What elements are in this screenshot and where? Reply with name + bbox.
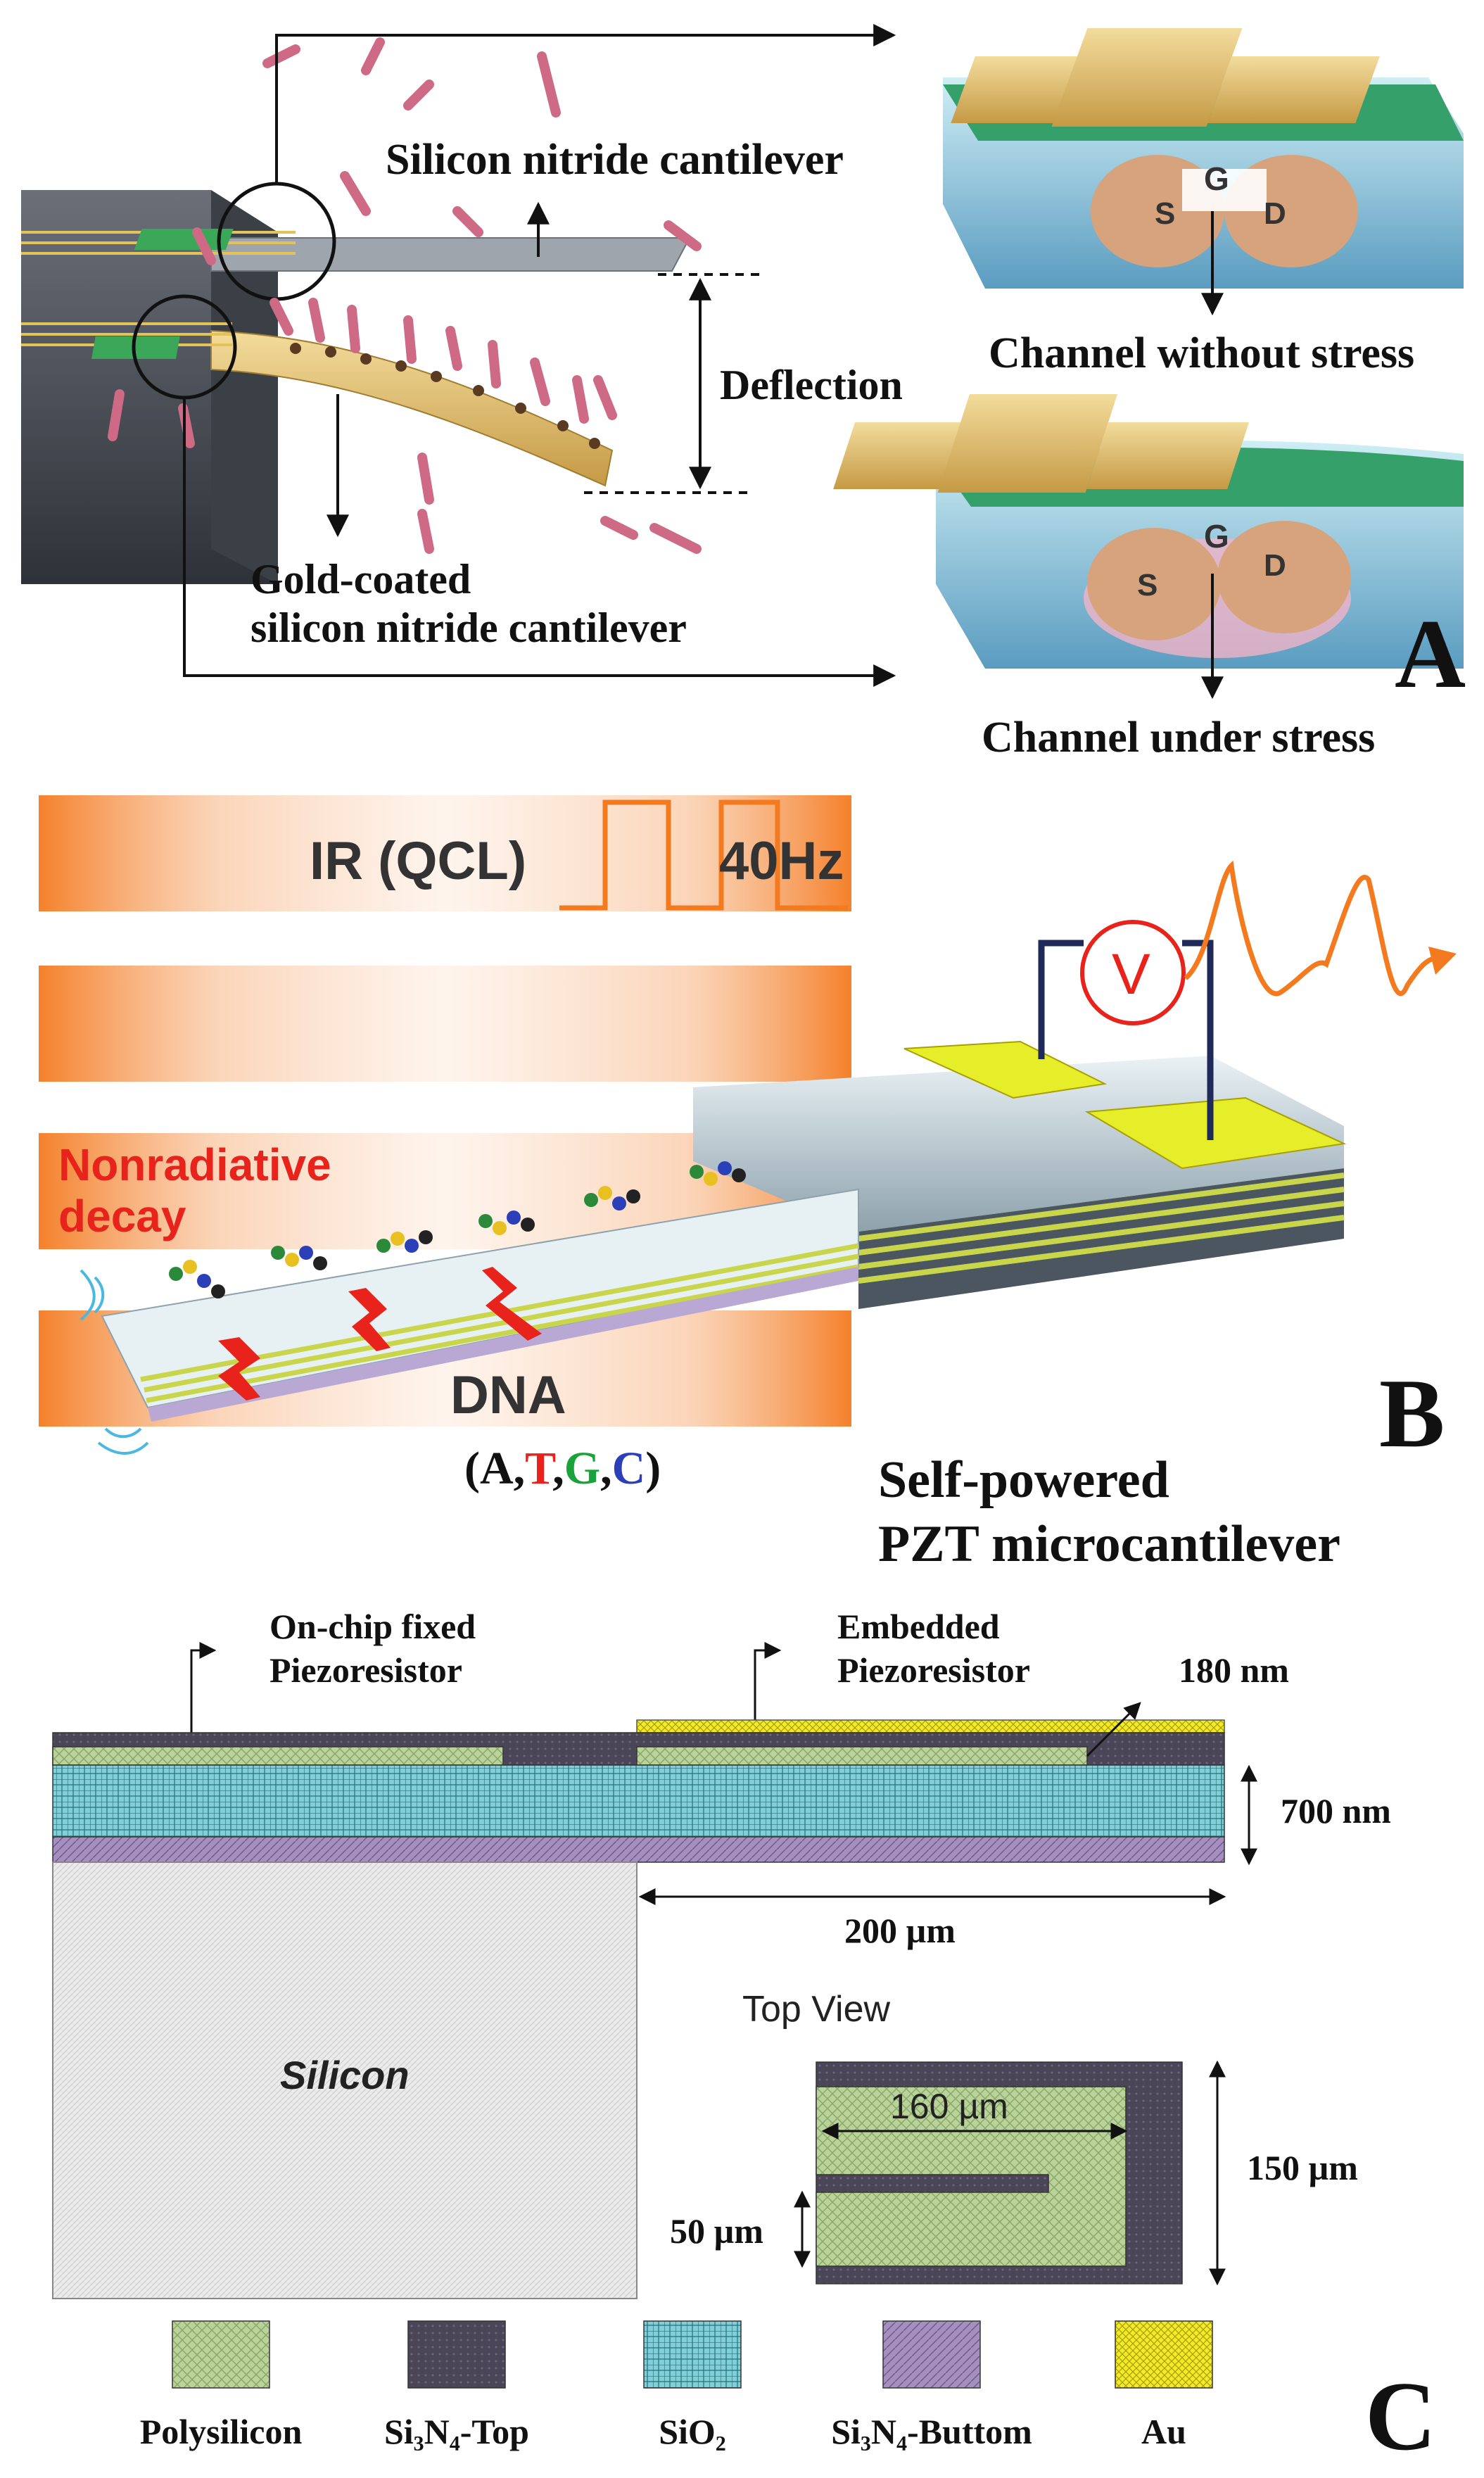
legend-swatch-au <box>1115 2320 1213 2389</box>
legend-swatch-polysilicon <box>172 2320 270 2389</box>
electrode-pad-1 <box>903 1040 1108 1099</box>
svg-text:S: S <box>1155 196 1175 231</box>
label-embedded-line1: Embedded <box>837 1607 1000 1646</box>
piezoresistor-fixed <box>52 1746 504 1766</box>
base-c: C <box>612 1443 646 1494</box>
layer-au <box>636 1719 1225 1733</box>
label-channel-without-stress: Channel without stress <box>989 329 1414 377</box>
label-40hz: 40Hz <box>719 831 844 891</box>
voltmeter-label: V <box>1112 942 1150 1006</box>
label-embedded-line2: Piezoresistor <box>837 1650 1030 1690</box>
dim-150um: 150 µm <box>1247 2148 1358 2187</box>
label-onchip-fixed-line1: On-chip fixed <box>269 1607 476 1646</box>
base-close: ) <box>645 1443 661 1494</box>
base-a: A <box>480 1443 514 1494</box>
label-dna: DNA <box>450 1365 566 1425</box>
legend-label-si3n4-bottom: Si₃N₄-Buttom <box>831 2412 1032 2451</box>
pzt-cantilever-bottom <box>148 1267 858 1422</box>
dim-50um: 50 µm <box>670 2211 763 2251</box>
dim-180nm: 180 nm <box>1179 1650 1289 1690</box>
ir-band-2 <box>39 966 851 1082</box>
label-self-powered: Self-powered <box>878 1451 1169 1509</box>
base-open: ( <box>464 1443 480 1494</box>
label-channel-under-stress: Channel under stress <box>982 714 1375 761</box>
base-t: T <box>525 1443 556 1494</box>
molecules <box>108 37 702 554</box>
label-pzt-microcantilever: PZT microcantilever <box>878 1515 1340 1573</box>
label-nonradiative-line2: decay <box>58 1191 186 1241</box>
ir-band-1 <box>39 795 851 911</box>
label-ir-qcl: IR (QCL) <box>310 831 526 891</box>
legend-swatch-si3n4-top <box>407 2320 506 2389</box>
base-sep-3: , <box>600 1443 612 1494</box>
legend: Polysilicon Si₃N₄-Top SiO₂ Si₃N₄-Buttom … <box>140 2320 1213 2451</box>
chip-base-face <box>211 190 278 584</box>
base-g: G <box>564 1443 600 1494</box>
dna-bases: (A,T,G,C) <box>464 1443 661 1494</box>
panel-b: IR (QCL) 40Hz V Nonradiative <box>39 795 1457 1573</box>
legend-label-si3n4-top: Si₃N₄-Top <box>384 2412 529 2451</box>
dim-700nm: 700 nm <box>1281 1791 1391 1831</box>
legend-label-sio2: SiO₂ <box>659 2412 726 2451</box>
binding-dots <box>290 343 600 449</box>
piezoresistor-embedded <box>636 1746 1088 1766</box>
label-deflection: Deflection <box>720 362 903 408</box>
dim-200um: 200 µm <box>844 1911 956 1950</box>
pointer-fixed <box>190 1642 217 1759</box>
nonradiative-arrows <box>218 1267 542 1401</box>
dna-molecules <box>169 1161 746 1298</box>
base-sep-1: , <box>514 1443 526 1494</box>
label-gold-coated-line2: silicon nitride cantilever <box>250 605 687 651</box>
connector-bottom <box>183 398 896 687</box>
pzt-platform-layers <box>858 1172 1345 1284</box>
panel-letter-a: A <box>1395 600 1466 709</box>
label-silicon: Silicon <box>280 2053 410 2097</box>
svg-text:G: G <box>1204 160 1229 197</box>
ir-pulse-wave <box>559 799 848 911</box>
label-silicon-nitride-cantilever: Silicon nitride cantilever <box>386 136 844 184</box>
svg-text:G: G <box>1204 518 1229 555</box>
output-signal-wave <box>1184 860 1443 997</box>
transistor-without-stress: S G D <box>943 28 1464 289</box>
dim-160um: 160 µm <box>890 2087 1008 2126</box>
legend-swatch-sio2 <box>643 2320 742 2389</box>
voltmeter-wires <box>1038 940 1214 1140</box>
label-onchip-fixed-line2: Piezoresistor <box>269 1650 462 1690</box>
silicon-substrate <box>52 1861 638 2299</box>
layer-sio2 <box>52 1764 1225 1838</box>
electrode-pad-2 <box>1084 1096 1347 1170</box>
voltmeter-circle <box>1080 920 1186 1025</box>
legend-swatch-si3n4-bottom <box>882 2320 981 2389</box>
legend-label-au: Au <box>1141 2412 1186 2451</box>
connector-top <box>275 24 896 184</box>
legend-label-polysilicon: Polysilicon <box>140 2412 303 2451</box>
label-nonradiative-line1: Nonradiative <box>58 1139 331 1190</box>
panel-a: Silicon nitride cantilever Deflection Go… <box>21 24 1466 761</box>
pzt-platform-top <box>693 1056 1344 1232</box>
label-top-view: Top View <box>742 1989 891 2030</box>
vibration-marks-bottom <box>97 1427 149 1455</box>
output-signal-arrowhead <box>1428 947 1457 975</box>
pointer-180nm <box>1086 1702 1141 1757</box>
transistor-under-stress: S G D <box>833 394 1464 669</box>
panel-c: On-chip fixed Piezoresistor Embedded Pie… <box>52 1607 1436 2471</box>
svg-text:D: D <box>1264 196 1286 231</box>
label-gold-coated-line1: Gold-coated <box>250 556 471 602</box>
svg-text:D: D <box>1264 548 1286 583</box>
sensor-pad-bottom <box>91 336 180 359</box>
layer-si3n4-bottom <box>52 1836 1225 1863</box>
panel-letter-c: C <box>1365 2362 1436 2471</box>
base-sep-2: , <box>552 1443 564 1494</box>
panel-letter-b: B <box>1379 1359 1445 1468</box>
vibration-marks-top <box>80 1269 105 1321</box>
svg-text:S: S <box>1137 568 1158 602</box>
